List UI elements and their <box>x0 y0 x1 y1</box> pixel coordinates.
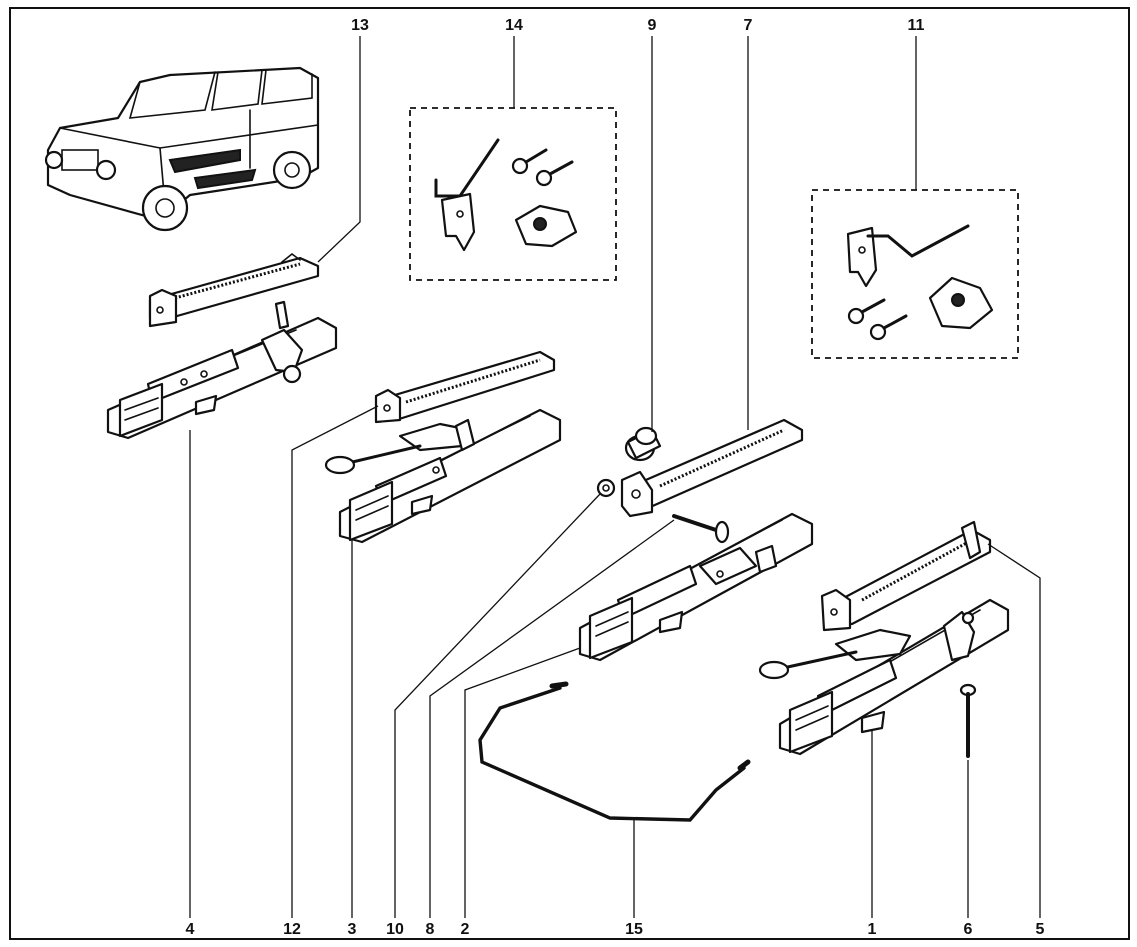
callout-10: 10 <box>386 921 404 938</box>
part-5-upper-rail <box>820 520 992 632</box>
part-13-upper-rail <box>148 252 320 328</box>
callout-15: 15 <box>625 921 643 938</box>
part-8-bolt <box>672 514 730 544</box>
callout-1: 1 <box>868 921 877 938</box>
callout-14: 14 <box>505 17 523 34</box>
part-14-lever-kit <box>409 107 617 281</box>
callout-4: 4 <box>186 921 195 938</box>
callout-7: 7 <box>744 17 753 34</box>
callout-5: 5 <box>1036 921 1045 938</box>
part-9-bushing <box>624 426 662 462</box>
callout-8: 8 <box>426 921 435 938</box>
callout-2: 2 <box>461 921 470 938</box>
callout-12: 12 <box>283 921 301 938</box>
diagram-border <box>9 7 1130 940</box>
part-7-upper-rail <box>620 418 804 518</box>
part-3-runner-with-lever <box>324 408 562 544</box>
callout-9: 9 <box>648 17 657 34</box>
vehicle-illustration <box>44 66 320 232</box>
part-11-lever-kit <box>811 189 1019 359</box>
callout-labels: 13 14 9 7 11 4 12 3 10 8 2 15 1 6 5 <box>186 17 1045 938</box>
part-6-screw <box>959 611 977 758</box>
part-12-upper-rail <box>374 350 556 424</box>
leader-lines <box>189 36 1041 918</box>
part-1-runner-with-lever <box>758 598 1010 756</box>
callout-11: 11 <box>908 17 925 34</box>
callout-13: 13 <box>351 17 369 34</box>
part-2-runner-assembly <box>578 512 814 662</box>
part-4-runner-assembly <box>106 300 338 440</box>
callout-3: 3 <box>348 921 357 938</box>
callout-6: 6 <box>964 921 973 938</box>
part-15-connecting-rod <box>478 681 751 822</box>
part-10-washer <box>596 478 616 498</box>
